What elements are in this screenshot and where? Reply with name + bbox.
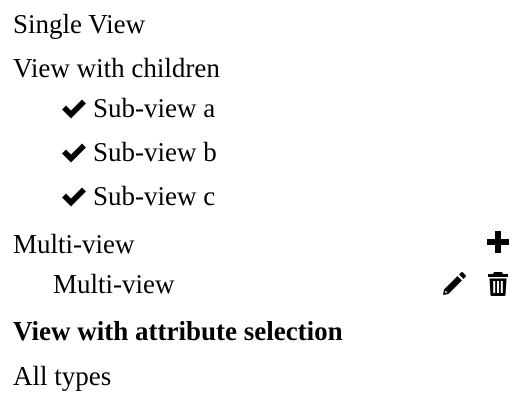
nav-item-multi-view[interactable]: Multi-view [0,224,524,264]
nav-subitem-label: Sub-view c [93,181,216,211]
nav-subitem-label: Multi-view [53,269,175,299]
nav-subitem-label: Sub-view a [93,93,216,123]
nav-item-attribute-selection[interactable]: View with attribute selection [0,311,524,351]
nav-item-label: All types [13,361,112,391]
nav-item-view-with-children[interactable]: View with children [0,48,524,88]
plus-icon[interactable] [484,228,512,256]
nav-item-label: Multi-view [13,229,135,259]
nav-item-label: Single View [13,9,146,39]
nav-subitem-label: Sub-view b [93,137,217,167]
nav-subitem-multi-view[interactable]: Multi-view [0,264,524,304]
check-icon [60,185,88,209]
pencil-icon[interactable] [440,270,468,298]
check-icon [60,141,88,165]
nav-subitem-sub-view-a[interactable]: Sub-view a [0,88,524,128]
nav-subitem-sub-view-c[interactable]: Sub-view c [0,176,524,216]
check-icon [60,97,88,121]
trash-icon[interactable] [484,270,512,298]
nav-item-all-types[interactable]: All types [0,356,524,396]
nav-item-single-view[interactable]: Single View [0,4,524,44]
nav-item-label: View with attribute selection [13,316,343,346]
nav-subitem-sub-view-b[interactable]: Sub-view b [0,132,524,172]
nav-item-label: View with children [13,53,220,83]
